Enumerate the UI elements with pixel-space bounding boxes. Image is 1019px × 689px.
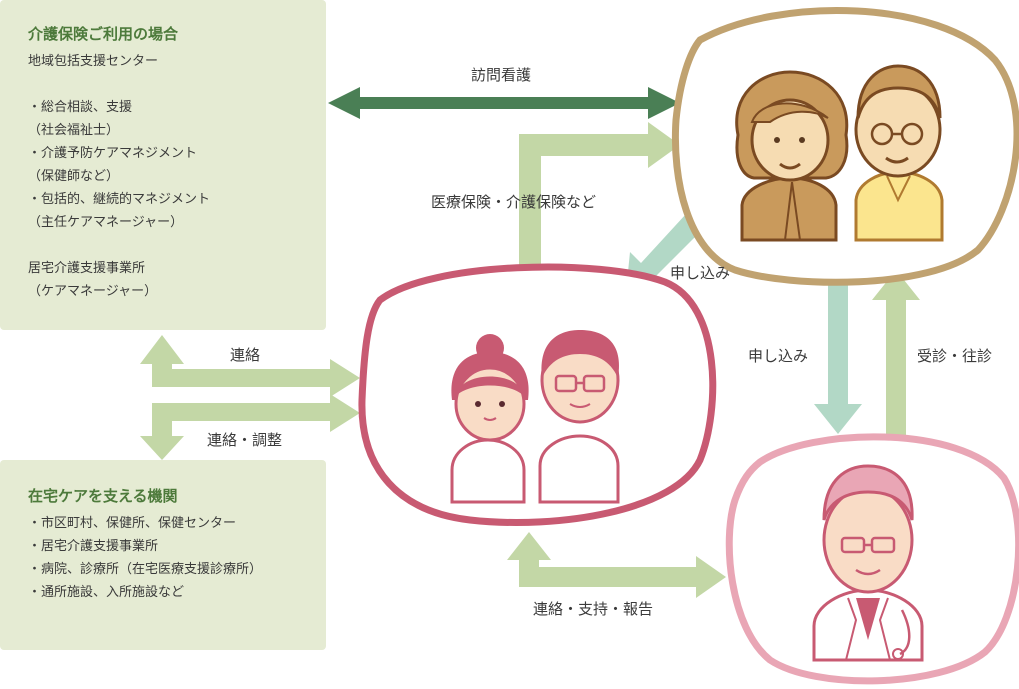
- panel-line: ・総合相談、支援: [28, 100, 133, 115]
- nurse-pair-icon: [450, 330, 620, 504]
- home-nursing-label: 訪問看護: [471, 66, 532, 84]
- home-care-support-panel-lines: ・市区町村、保健所、保健センター・居宅介護支援事業所・病院、診療所（在宅医療支援…: [28, 512, 326, 604]
- apply-doctor-label: 申し込み: [748, 347, 809, 365]
- home-care-support-panel: 在宅ケアを支える機関 ・市区町村、保健所、保健センター・居宅介護支援事業所・病院…: [0, 460, 326, 650]
- panel-line: （主任ケアマネージャー）: [28, 215, 184, 230]
- contact-arrow: [140, 335, 360, 397]
- panel-line: ・市区町村、保健所、保健センター: [28, 516, 237, 531]
- apply-doctor-arrow: [814, 282, 862, 434]
- contact-label: 連絡: [230, 346, 261, 364]
- apply-nurse-label: 申し込み: [670, 264, 731, 282]
- panel-line: [28, 73, 326, 96]
- panel-line: （ケアマネージャー）: [28, 284, 158, 299]
- panel-line: ・包括的、継続的マネジメント: [28, 192, 211, 207]
- panel-line: ・通所施設、入所施設など: [28, 585, 185, 600]
- consult-visit-arrow: [872, 270, 920, 436]
- care-insurance-panel: 介護保険ご利用の場合 地域包括支援センター・総合相談、支援 （社会福祉士） ・介護予…: [0, 0, 326, 330]
- contact-support-report-label: 連絡・支持・報告: [533, 600, 654, 618]
- panel-line: 居宅介護支援事業所: [28, 261, 146, 276]
- home-nursing-arrow: [328, 87, 680, 119]
- elderly-couple-icon: [735, 64, 944, 242]
- panel-line: 地域包括支援センター: [28, 54, 159, 69]
- care-insurance-panel-title: 介護保険ご利用の場合: [28, 25, 179, 43]
- panel-line: ・介護予防ケアマネジメント: [28, 146, 198, 161]
- panel-line: （社会福祉士）: [28, 123, 120, 138]
- panel-line: ・病院、診療所（在宅医療支援診療所）: [28, 562, 263, 577]
- doctor-icon: [812, 464, 924, 662]
- nurses-circle: [358, 263, 717, 526]
- insurance-label: 医療保険・介護保険など: [431, 193, 597, 211]
- contact-adjust-arrow: [140, 394, 360, 460]
- consult-visit-label: 受診・往診: [917, 347, 993, 365]
- contact-adjust-label: 連絡・調整: [207, 431, 283, 449]
- panel-line: （保健師など）: [28, 169, 120, 184]
- contact-support-report-arrow: [507, 532, 726, 598]
- apply-nurse-arrow: [626, 214, 702, 292]
- home-care-support-panel-title: 在宅ケアを支える機関: [28, 487, 178, 505]
- panel-line: ・居宅介護支援事業所: [28, 539, 159, 554]
- insurance-arrow: [519, 122, 680, 270]
- care-insurance-panel-lines: 地域包括支援センター・総合相談、支援 （社会福祉士） ・介護予防ケアマネジメント （保…: [28, 50, 326, 303]
- panel-line: [28, 234, 326, 257]
